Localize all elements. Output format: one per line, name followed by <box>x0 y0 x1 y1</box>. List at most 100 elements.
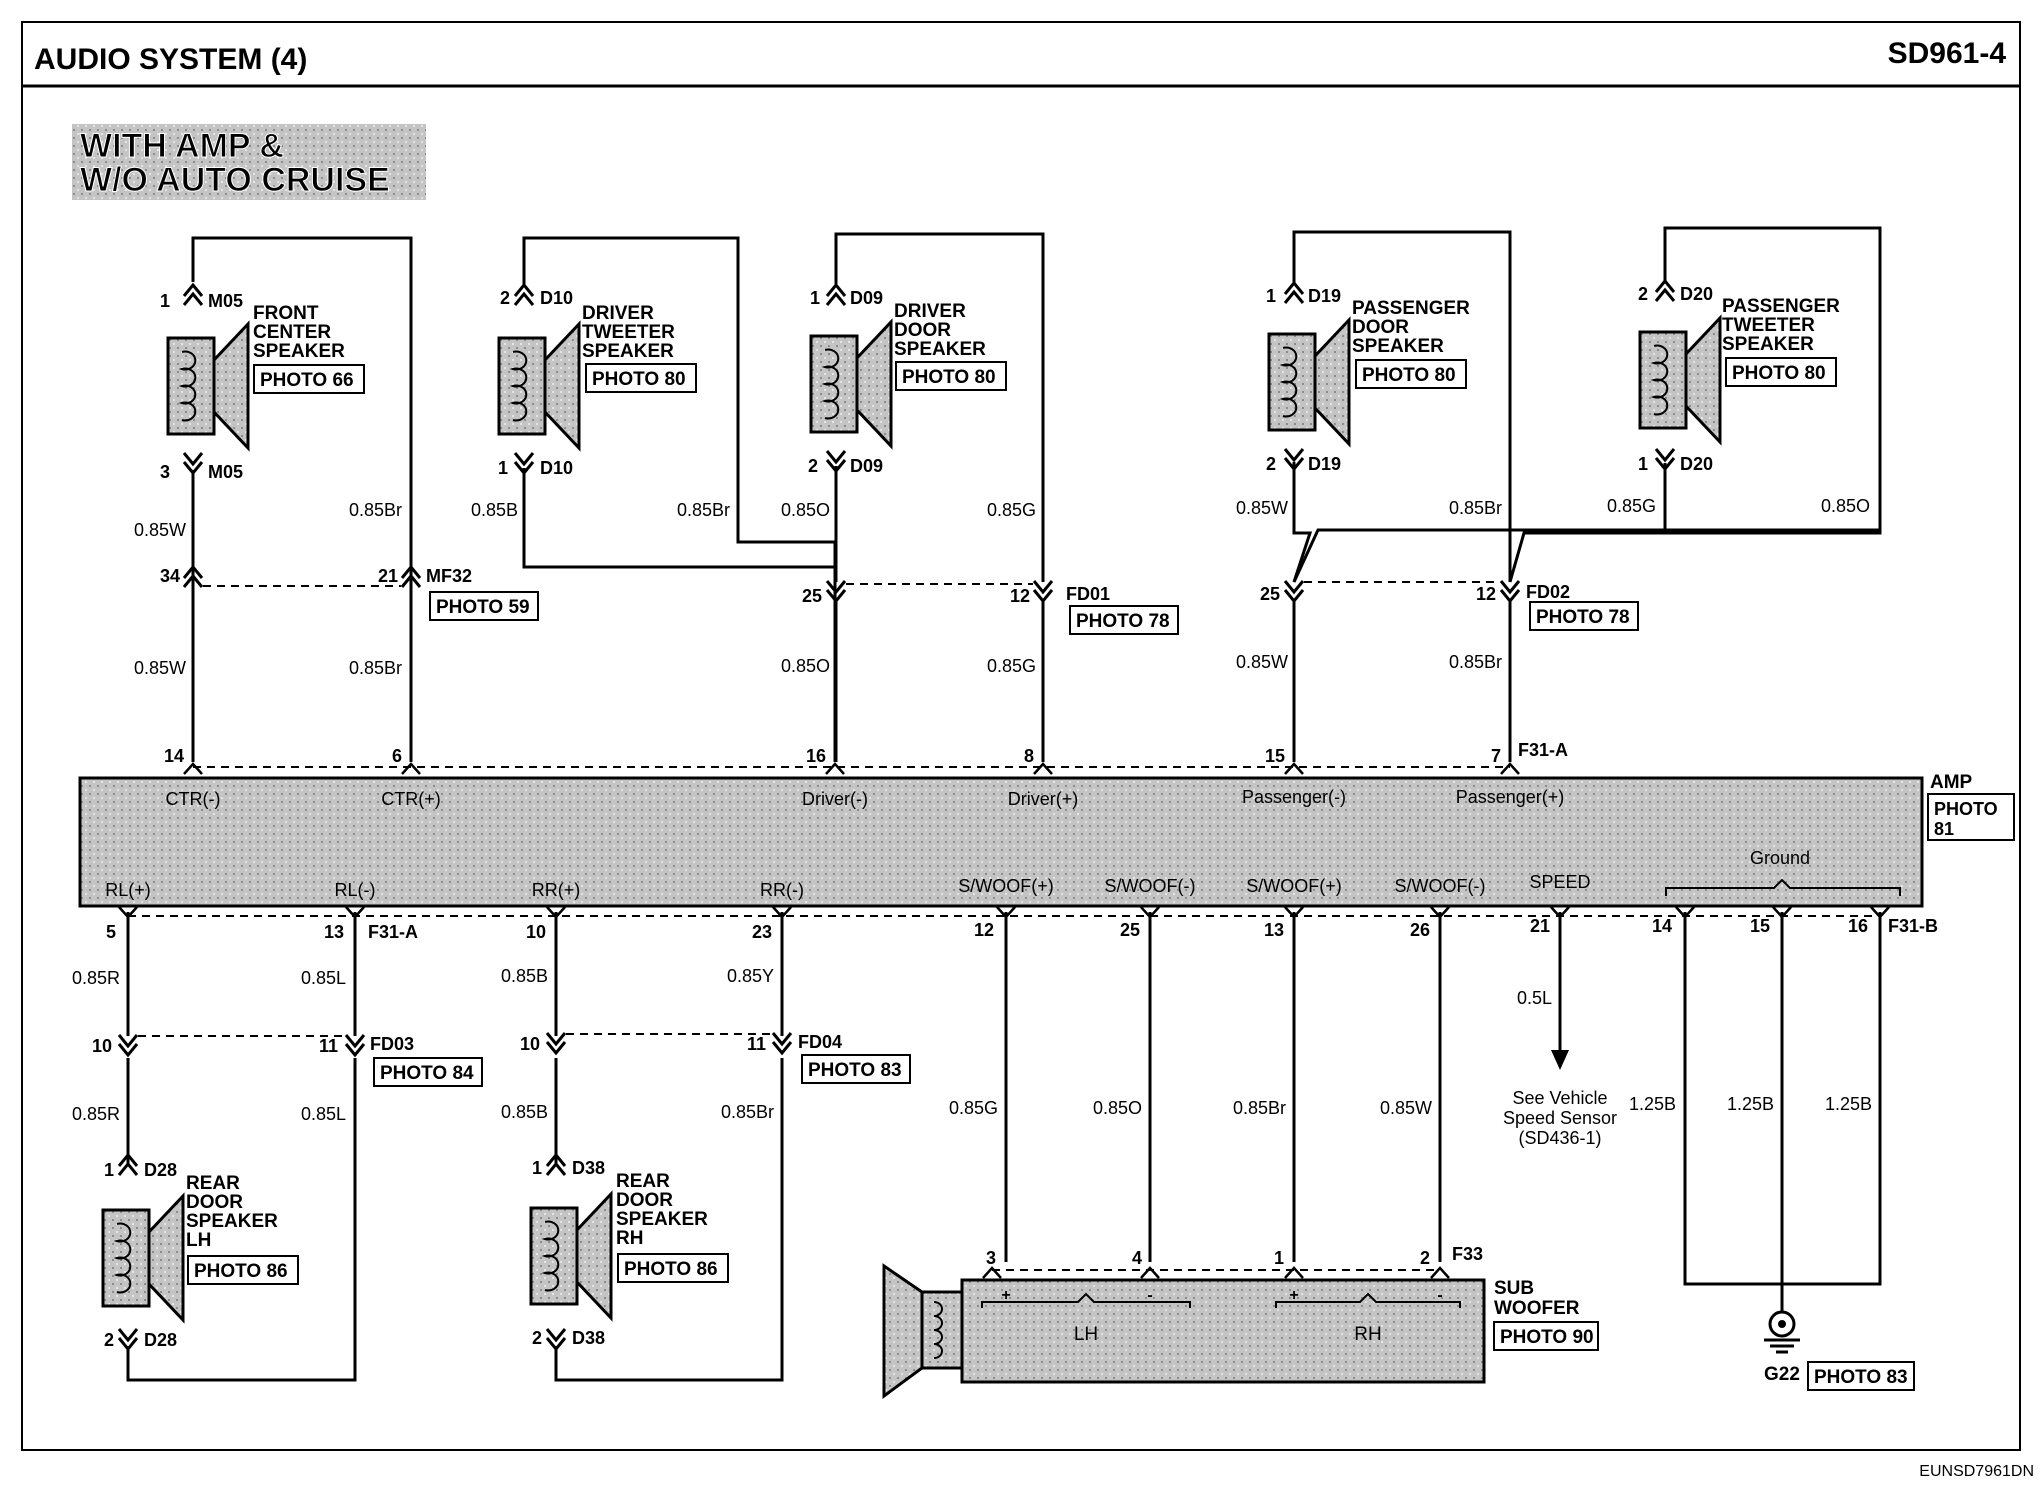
svg-text:1: 1 <box>1266 286 1276 306</box>
speed-sensor-note: See Vehicle Speed Sensor (SD436-1) <box>1503 1088 1617 1148</box>
svg-text:13: 13 <box>1264 920 1284 940</box>
svg-text:PHOTO 84: PHOTO 84 <box>380 1063 474 1084</box>
svg-text:2: 2 <box>1638 284 1648 304</box>
svg-text:0.85B: 0.85B <box>501 1102 548 1122</box>
svg-text:SUB: SUB <box>1494 1278 1534 1299</box>
svg-text:CTR(-): CTR(-) <box>166 789 221 809</box>
bottom-wiring <box>126 912 1882 1382</box>
svg-text:Speed Sensor: Speed Sensor <box>1503 1108 1617 1128</box>
svg-text:1: 1 <box>810 288 820 308</box>
svg-text:2: 2 <box>500 288 510 308</box>
svg-text:10: 10 <box>526 922 546 942</box>
svg-text:+: + <box>1001 1287 1010 1304</box>
svg-text:(SD436-1): (SD436-1) <box>1518 1128 1601 1148</box>
ground-g22: G22 PHOTO 83 <box>1764 1310 1915 1391</box>
svg-text:PHOTO 80: PHOTO 80 <box>1362 365 1456 386</box>
svg-text:D20: D20 <box>1680 284 1713 304</box>
svg-text:D09: D09 <box>850 456 883 476</box>
svg-text:LH: LH <box>1074 1324 1098 1345</box>
svg-text:12: 12 <box>1476 584 1496 604</box>
page-code: SD961-4 <box>1888 37 2007 70</box>
svg-text:15: 15 <box>1265 746 1285 766</box>
svg-text:D38: D38 <box>572 1158 605 1178</box>
svg-text:2: 2 <box>1420 1248 1430 1268</box>
svg-text:2: 2 <box>1266 454 1276 474</box>
svg-text:0.85O: 0.85O <box>781 500 830 520</box>
svg-text:0.85O: 0.85O <box>1821 496 1870 516</box>
svg-text:FD02: FD02 <box>1526 582 1570 602</box>
svg-text:DRIVER: DRIVER <box>582 303 654 324</box>
svg-text:3: 3 <box>160 462 170 482</box>
svg-text:2: 2 <box>808 456 818 476</box>
page-title: AUDIO SYSTEM (4) <box>34 43 307 76</box>
svg-text:10: 10 <box>520 1034 540 1054</box>
svg-text:PHOTO 86: PHOTO 86 <box>624 1259 718 1280</box>
svg-text:FD01: FD01 <box>1066 584 1110 604</box>
svg-text:1: 1 <box>532 1158 542 1178</box>
svg-text:WOOFER: WOOFER <box>1494 1298 1580 1319</box>
svg-text:0.85Br: 0.85Br <box>1449 652 1502 672</box>
svg-text:D20: D20 <box>1680 454 1713 474</box>
svg-text:REAR: REAR <box>186 1173 240 1194</box>
svg-text:2: 2 <box>532 1328 542 1348</box>
passenger-door-speaker <box>1267 318 1351 446</box>
svg-text:REAR: REAR <box>616 1171 670 1192</box>
svg-text:RL(-): RL(-) <box>335 880 376 900</box>
page-frame <box>21 21 2021 1451</box>
variant-badge <box>72 124 426 200</box>
svg-text:0.85G: 0.85G <box>949 1098 998 1118</box>
svg-text:PHOTO 78: PHOTO 78 <box>1076 611 1170 632</box>
svg-text:Passenger(-): Passenger(-) <box>1242 787 1346 807</box>
front-center-speaker <box>166 322 250 450</box>
svg-text:0.85Br: 0.85Br <box>349 500 402 520</box>
svg-text:1.25B: 1.25B <box>1727 1094 1774 1114</box>
svg-text:PHOTO: PHOTO <box>1934 799 1998 819</box>
svg-text:PHOTO 83: PHOTO 83 <box>1814 1367 1908 1388</box>
svg-text:Ground: Ground <box>1750 848 1810 868</box>
svg-text:0.85W: 0.85W <box>134 658 186 678</box>
svg-text:2: 2 <box>104 1330 114 1350</box>
svg-text:F33: F33 <box>1452 1244 1483 1264</box>
svg-text:PHOTO 59: PHOTO 59 <box>436 597 530 618</box>
variant-line2: W/O AUTO CRUISE <box>80 161 390 199</box>
svg-text:14: 14 <box>1652 916 1672 936</box>
svg-text:0.85O: 0.85O <box>1093 1098 1142 1118</box>
svg-text:PASSENGER: PASSENGER <box>1352 298 1470 319</box>
svg-text:14: 14 <box>164 746 184 766</box>
svg-text:1: 1 <box>160 291 170 311</box>
svg-text:PHOTO 86: PHOTO 86 <box>194 1261 288 1282</box>
svg-text:PHOTO 80: PHOTO 80 <box>1732 363 1826 384</box>
top-wiring <box>191 226 1882 762</box>
svg-text:FD03: FD03 <box>370 1034 414 1054</box>
svg-text:12: 12 <box>1010 586 1030 606</box>
svg-text:D38: D38 <box>572 1328 605 1348</box>
svg-text:PHOTO 90: PHOTO 90 <box>1500 1327 1594 1348</box>
svg-text:0.5L: 0.5L <box>1517 988 1552 1008</box>
svg-text:D10: D10 <box>540 458 573 478</box>
svg-text:0.85W: 0.85W <box>134 520 186 540</box>
svg-text:SPEED: SPEED <box>1529 872 1590 892</box>
svg-text:3: 3 <box>986 1248 996 1268</box>
svg-text:Driver(+): Driver(+) <box>1008 789 1079 809</box>
svg-text:34: 34 <box>160 566 180 586</box>
svg-text:6: 6 <box>392 746 402 766</box>
footer-code: EUNSD7961DN <box>1919 1463 2034 1480</box>
svg-text:SPEAKER: SPEAKER <box>253 341 345 362</box>
svg-text:0.85W: 0.85W <box>1380 1098 1432 1118</box>
svg-text:FD04: FD04 <box>798 1032 842 1052</box>
svg-text:0.85W: 0.85W <box>1236 498 1288 518</box>
svg-text:RH: RH <box>616 1228 643 1249</box>
svg-text:1: 1 <box>498 458 508 478</box>
svg-text:4: 4 <box>1132 1248 1142 1268</box>
svg-text:25: 25 <box>1120 920 1140 940</box>
svg-text:TWEETER: TWEETER <box>1722 315 1815 336</box>
svg-text:CTR(+): CTR(+) <box>381 789 441 809</box>
driver-tweeter-speaker <box>497 322 581 450</box>
svg-text:0.85Br: 0.85Br <box>1449 498 1502 518</box>
svg-text:PHOTO 66: PHOTO 66 <box>260 370 354 391</box>
svg-text:26: 26 <box>1410 920 1430 940</box>
svg-text:0.85Br: 0.85Br <box>677 500 730 520</box>
svg-text:SPEAKER: SPEAKER <box>1352 336 1444 357</box>
svg-text:15: 15 <box>1750 916 1770 936</box>
